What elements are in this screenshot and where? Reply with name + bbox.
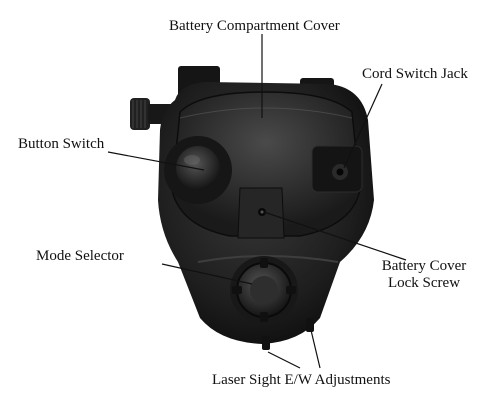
- cord-switch-jack-label: Cord Switch Jack: [362, 66, 468, 82]
- adjustments-label: Laser Sight E/W Adjustments: [212, 372, 391, 388]
- cord-jack-shape: [311, 145, 363, 193]
- leader-cord-jack: [343, 83, 383, 169]
- button-switch-label: Button Switch: [18, 136, 105, 152]
- mode-selector-shape: [230, 256, 298, 324]
- leader-adjustment-left: [267, 351, 301, 369]
- battery-cover-label: Battery Compartment Cover: [169, 18, 340, 34]
- button-switch-shape: [164, 136, 232, 204]
- lock-screw-label-line2: Lock Screw: [387, 275, 461, 291]
- leader-adjustment-right: [309, 325, 321, 369]
- leader-lines: [107, 34, 407, 369]
- leader-mode-selector: [161, 263, 253, 285]
- lock-screw-tab: [237, 187, 285, 239]
- lock-screw-label: Battery Cover Lock Screw: [364, 258, 484, 292]
- leader-lock-screw: [263, 211, 407, 261]
- leader-button-switch: [107, 151, 205, 171]
- mode-selector-label: Mode Selector: [36, 248, 124, 264]
- adjustment-screws: [262, 318, 314, 350]
- lock-screw-label-line1: Battery Cover: [381, 258, 467, 274]
